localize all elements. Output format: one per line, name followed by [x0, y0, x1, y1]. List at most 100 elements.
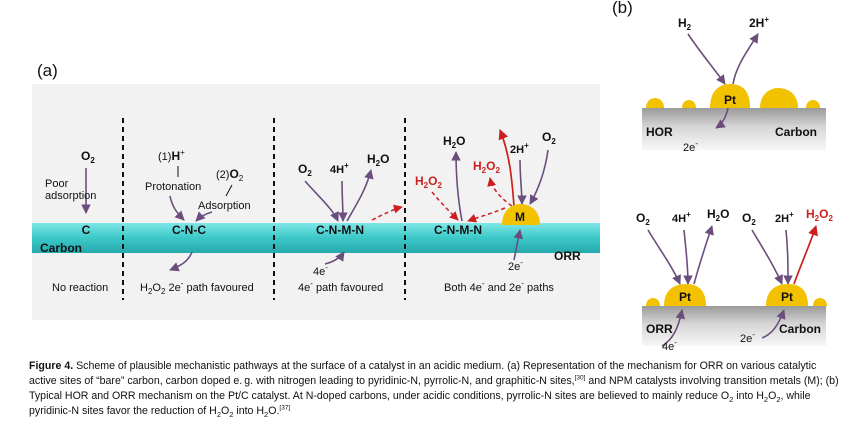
no-reaction-label: No reaction	[52, 282, 108, 294]
orr-label: ORR	[554, 249, 581, 263]
2e-arrow	[715, 107, 729, 129]
2e-label: 2e-	[683, 139, 698, 154]
hor-label: HOR	[646, 125, 673, 139]
panel-b-tag: (b)	[612, 0, 633, 17]
h2o2-release-arrow	[169, 251, 193, 272]
h2o-label: H2O	[367, 152, 389, 168]
carbon-band	[32, 223, 600, 253]
carbon-support	[642, 108, 826, 150]
carbon-label: Carbon	[775, 125, 817, 139]
2e-label: 2e-	[740, 330, 755, 345]
pt-small-particle	[646, 298, 660, 306]
pt-small-particle	[813, 298, 827, 306]
2h-plus-label: 2H+	[510, 141, 529, 156]
section-cnc: (1)H+ Protonation (2)O2 Adsorption C-N-C…	[140, 148, 254, 296]
o2-label: O2	[542, 130, 556, 146]
h2o2-readsorb-arrow	[431, 191, 459, 221]
protonation-label: Protonation	[145, 181, 201, 193]
pt-particle	[710, 84, 750, 108]
4h-plus-label: 4H+	[672, 210, 691, 225]
o2-in-arrow	[647, 229, 681, 285]
site-cnc: C-N-C	[172, 223, 206, 237]
pt-particle	[664, 284, 706, 306]
h-in-arrow	[338, 180, 348, 222]
protonation-step: (1)H+	[158, 148, 185, 163]
pt-small-particle	[806, 100, 820, 108]
metal-particle	[502, 204, 540, 225]
section-bare-carbon: O2 Poor adsorption C Carbon No reaction	[40, 149, 108, 294]
both-paths-label: Both 4e- and 2e- paths	[444, 279, 554, 294]
orr-scheme: O2 4H+ H2O O2 2H+ H2O2 Pt Pt ORR Carbon …	[636, 207, 833, 353]
o2-label: O2	[742, 211, 756, 227]
h2o-out-arrow	[693, 225, 714, 285]
site-cnmn: C-N-M-N	[316, 223, 364, 237]
adsorption-step-label: Adsorption	[198, 200, 251, 212]
2e-arrow	[761, 309, 786, 339]
carbon-label: Carbon	[779, 322, 821, 336]
pt-small-particle	[646, 98, 664, 108]
h2o2-transfer-arrow	[371, 204, 403, 221]
site-c: C	[82, 223, 91, 237]
h-in-arrow	[517, 159, 527, 205]
h-out-arrow	[732, 33, 759, 85]
panel-a-background	[32, 84, 600, 320]
h2o2-path-label: H2O2 2e- path favoured	[140, 279, 254, 296]
pt-large-particle	[760, 88, 798, 108]
2e-arrow	[513, 229, 524, 261]
metal-label: M	[515, 210, 525, 224]
section-cnmn-metal: H2O2 H2O H2O2 2H+ O2 M C-N-M-N ORR 2e- B…	[415, 129, 581, 294]
4e-label: 4e-	[662, 338, 677, 353]
h2o2-escape-arrow	[498, 129, 515, 207]
o2-in-arrow	[751, 229, 783, 285]
h-in-arrow	[683, 229, 693, 285]
o2-adsorption-arrow	[195, 211, 213, 222]
4e-label: 4e-	[313, 263, 328, 278]
pt-small-particle	[682, 100, 696, 108]
pt-label: Pt	[781, 290, 793, 304]
h2o2-transfer-arrow	[467, 207, 506, 223]
section-cnmn-4e: O2 4H+ H2O C-N-M-N 4e- 4e- path favoured	[298, 152, 403, 294]
2h-plus-label: 2H+	[775, 210, 794, 225]
h2o2-mid-label: H2O2	[473, 159, 500, 175]
hor-scheme: H2 2H+ Pt HOR Carbon 2e-	[642, 15, 826, 154]
h2o2-label: H2O2	[806, 207, 833, 223]
o2-label: O2	[298, 162, 312, 178]
4e-path-label: 4e- path favoured	[298, 279, 383, 294]
carbon-label: Carbon	[40, 241, 82, 255]
h2o2-desorb-arrow	[487, 177, 513, 207]
adsorption-tick	[225, 184, 233, 197]
h2o2-left-label: H2O2	[415, 174, 442, 190]
2e-label: 2e-	[508, 258, 523, 273]
panel-a: (a) O2 Poor adsorption C Carbon No react…	[32, 61, 600, 320]
h2-in-arrow	[687, 33, 726, 85]
section-dividers	[122, 118, 406, 300]
h2o2-out-arrow	[793, 225, 818, 285]
o2-in-arrow	[304, 180, 339, 222]
protonation-arrow	[169, 195, 185, 221]
h2o-label: H2O	[443, 134, 465, 150]
o2-label: O2	[636, 211, 650, 227]
adsorption-step: (2)O2	[216, 167, 244, 183]
4e-arrow	[661, 309, 686, 347]
pt-label: Pt	[724, 93, 736, 107]
2h-plus-label: 2H+	[749, 15, 769, 30]
o2-label: O2	[81, 149, 95, 165]
panel-a-tag: (a)	[37, 61, 58, 80]
poor-label: Poor	[45, 178, 69, 190]
h2-label: H2	[678, 16, 692, 32]
h2o-label: H2O	[707, 207, 729, 223]
pt-particle	[766, 284, 808, 306]
h2o-out-arrow	[451, 151, 463, 222]
4e-arrow	[324, 251, 345, 265]
panel-b: (b) H2 2H+ Pt HOR Carbon 2e- O2 4H+ H2O …	[612, 0, 833, 353]
orr-label: ORR	[646, 322, 673, 336]
carbon-support	[642, 306, 826, 346]
site-cnmn: C-N-M-N	[434, 223, 482, 237]
4h-plus-label: 4H+	[330, 161, 349, 176]
h2o-out-arrow	[346, 169, 374, 222]
adsorption-label: adsorption	[45, 190, 96, 202]
caption-label: Figure 4.	[29, 360, 74, 372]
h-in-arrow	[783, 229, 793, 285]
